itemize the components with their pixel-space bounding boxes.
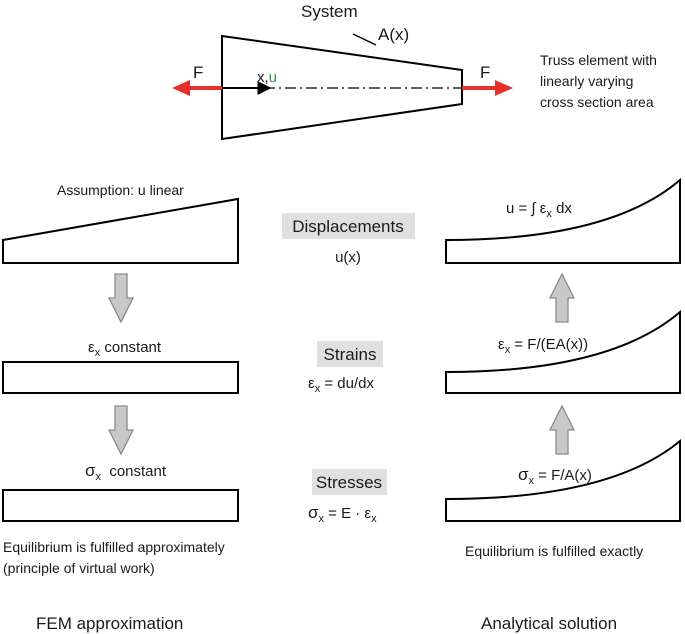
displacements-formula: u(x) (335, 249, 361, 266)
strains-heading: Strains (324, 345, 377, 364)
fem-equilibrium-line-1: Equilibrium is fulfilled approximately (3, 539, 225, 555)
area-leader-line (352, 33, 377, 46)
fem-displacement-plot (1, 197, 239, 264)
up-arrow-1 (548, 272, 576, 323)
analytical-stress-formula: σx = F/A(x) (518, 465, 592, 487)
stresses-heading-bg (312, 469, 387, 495)
system-note: Truss element with linearly varying cros… (540, 52, 657, 110)
force-arrow-right (462, 80, 513, 96)
fem-strain-plot (2, 361, 239, 394)
analytical-column: u = ∫ εx dx εx = F/(EA(x)) σx = F/A(x) E… (445, 177, 681, 633)
analytical-displacement-plot (445, 177, 681, 264)
up-arrow-2 (548, 404, 576, 455)
down-arrow-1 (107, 273, 135, 324)
displacements-heading: Displacements (292, 217, 404, 236)
strains-formula: εx = du/dx (308, 375, 374, 395)
area-label: A(x) (378, 25, 409, 44)
analytical-strain-formula: εx = F/(EA(x)) (498, 336, 588, 356)
stresses-heading: Stresses (316, 473, 382, 492)
strains-heading-bg (317, 341, 383, 367)
center-column: Displacements u(x) Strains εx = du/dx St… (282, 213, 415, 525)
displacements-heading-bg (282, 213, 415, 239)
fem-footer: FEM approximation (36, 614, 183, 633)
analytical-displacement-formula: u = ∫ εx dx (506, 200, 572, 220)
analytical-equilibrium: Equilibrium is fulfilled exactly (465, 543, 643, 559)
stresses-formula: σx = E · εx (308, 503, 377, 525)
note-line-2: linearly varying (540, 73, 633, 89)
fem-stress-label: σx constant (85, 461, 167, 483)
fem-equilibrium-line-2: (principle of virtual work) (3, 560, 155, 576)
analytical-strain-plot (445, 309, 681, 394)
note-line-1: Truss element with (540, 52, 657, 68)
system-section: System A(x) x,u F F Truss element with l… (172, 2, 657, 141)
system-title: System (301, 2, 358, 21)
note-line-3: cross section area (540, 94, 654, 110)
fem-column: Assumption: u linear εx constant σx cons… (1, 182, 239, 633)
fem-assumption: Assumption: u linear (57, 182, 184, 198)
analytical-stress-plot (445, 438, 681, 522)
fem-stress-plot (2, 489, 239, 522)
analytical-footer: Analytical solution (481, 614, 617, 633)
down-arrow-2 (107, 405, 135, 456)
fem-strain-label: εx constant (88, 339, 162, 359)
force-label-right: F (480, 63, 490, 82)
force-label-left: F (193, 63, 203, 82)
force-arrow-left (172, 80, 222, 96)
axis-label: x,u (257, 69, 277, 86)
